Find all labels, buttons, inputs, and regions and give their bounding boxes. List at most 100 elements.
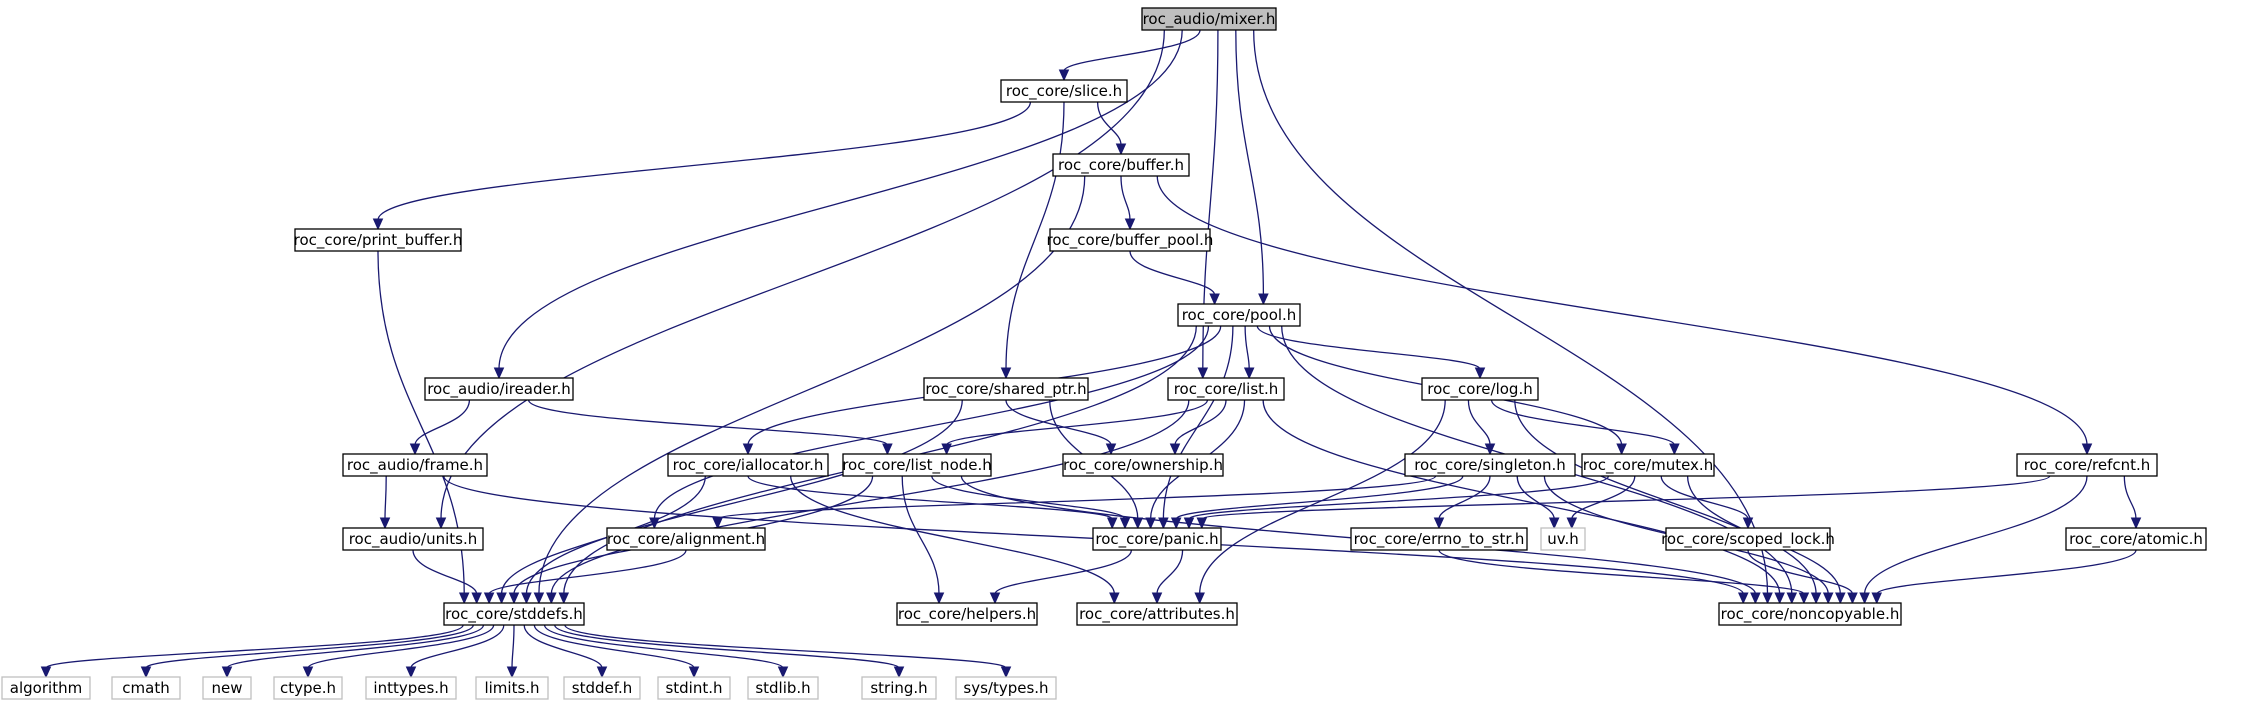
- node-label: roc_core/list_node.h: [842, 456, 992, 475]
- edge-line: [790, 475, 1115, 595]
- edge-stddefs-to-limits: [506, 624, 518, 679]
- node-iallocator[interactable]: roc_core/iallocator.h: [667, 453, 829, 477]
- node-new: new: [202, 676, 252, 700]
- edge-line: [994, 549, 1133, 595]
- node-mixer[interactable]: roc_audio/mixer.h: [1141, 7, 1277, 31]
- arrowhead: [1169, 443, 1181, 456]
- edge-line: [498, 29, 1183, 370]
- edge-log-to-mutex: [1490, 399, 1680, 456]
- edge-line: [1201, 475, 2051, 520]
- node-box: [1076, 602, 1238, 626]
- arrowhead: [1109, 592, 1120, 605]
- node-list-node[interactable]: roc_core/list_node.h: [842, 453, 992, 477]
- edge-line: [945, 399, 1209, 446]
- edge-mixer-to-ireader: [493, 29, 1183, 380]
- edge-pool-to-alignment: [649, 325, 1210, 530]
- edge-pool-to-list: [1243, 325, 1255, 380]
- node-label: roc_core/shared_ptr.h: [925, 380, 1086, 399]
- edge-line: [440, 29, 1165, 520]
- arrowhead: [140, 666, 152, 679]
- node-label: string.h: [870, 679, 927, 697]
- node-label: roc_core/panic.h: [1095, 530, 1218, 549]
- node-attributes[interactable]: roc_core/attributes.h: [1076, 602, 1238, 626]
- node-errno-to-str[interactable]: roc_core/errno_to_str.h: [1350, 527, 1528, 551]
- arrowhead: [1835, 592, 1846, 605]
- node-label: roc_core/scoped_lock.h: [1661, 530, 1835, 549]
- arrowhead: [1484, 443, 1496, 456]
- edge-line: [414, 399, 471, 446]
- node-pool[interactable]: roc_core/pool.h: [1177, 303, 1301, 327]
- arrowhead: [508, 592, 520, 605]
- edge-stddefs-to-stddef: [523, 624, 608, 679]
- node-buffer[interactable]: roc_core/buffer.h: [1052, 153, 1190, 177]
- node-scoped-lock[interactable]: roc_core/scoped_lock.h: [1661, 527, 1835, 551]
- node-box: [443, 602, 585, 626]
- edge-line: [716, 475, 1437, 520]
- arrowhead: [933, 592, 945, 605]
- node-alignment[interactable]: roc_core/alignment.h: [606, 527, 766, 551]
- edge-mixer-to-units: [435, 29, 1165, 530]
- node-label: cmath: [122, 679, 169, 697]
- node-systypes: sys/types.h: [955, 676, 1057, 700]
- edge-mixer-to-slice: [1058, 29, 1201, 82]
- node-box: [1421, 377, 1539, 401]
- node-label: roc_core/list.h: [1174, 380, 1279, 399]
- node-buffer-pool[interactable]: roc_core/buffer_pool.h: [1047, 228, 1214, 252]
- node-ownership[interactable]: roc_core/ownership.h: [1062, 453, 1224, 477]
- node-box: [342, 453, 488, 477]
- node-frame[interactable]: roc_audio/frame.h: [342, 453, 488, 477]
- arrowhead: [1000, 666, 1012, 679]
- edge-line: [1120, 175, 1131, 221]
- arrowhead: [409, 443, 421, 456]
- edge-line: [1256, 325, 1481, 370]
- node-algorithm: algorithm: [1, 676, 91, 700]
- arrowhead: [1106, 517, 1118, 530]
- arrowhead: [1170, 517, 1182, 530]
- arrowhead: [1786, 592, 1798, 605]
- arrowhead: [1742, 517, 1754, 530]
- node-box: [667, 453, 829, 477]
- arrowhead: [1810, 592, 1822, 605]
- arrowhead: [1859, 592, 1870, 605]
- node-refcnt[interactable]: roc_core/refcnt.h: [2016, 453, 2158, 477]
- arrowhead: [777, 666, 789, 679]
- edge-slice-to-shared_ptr: [1000, 101, 1065, 380]
- node-ireader[interactable]: roc_audio/ireader.h: [424, 377, 574, 401]
- arrowhead: [882, 443, 893, 456]
- node-print-buffer[interactable]: roc_core/print_buffer.h: [294, 228, 463, 252]
- edge-singleton-to-panic: [1170, 475, 1464, 530]
- node-mutex[interactable]: roc_core/mutex.h: [1581, 453, 1715, 477]
- edge-log-to-singleton: [1467, 399, 1496, 456]
- arrowhead: [435, 517, 447, 530]
- node-box: [606, 527, 766, 551]
- node-label: roc_audio/frame.h: [347, 456, 483, 475]
- node-panic[interactable]: roc_core/panic.h: [1092, 527, 1222, 551]
- node-list[interactable]: roc_core/list.h: [1167, 377, 1285, 401]
- node-slice[interactable]: roc_core/slice.h: [1000, 79, 1128, 103]
- edge-line: [1199, 399, 1446, 595]
- edge-singleton-to-uv: [1516, 475, 1560, 530]
- edge-panic-to-attributes: [1151, 549, 1184, 605]
- node-shared-ptr[interactable]: roc_core/shared_ptr.h: [923, 377, 1089, 401]
- edge-line: [550, 399, 1190, 595]
- arrowhead: [1798, 592, 1810, 605]
- node-stddefs[interactable]: roc_core/stddefs.h: [443, 602, 585, 626]
- node-box: [2016, 453, 2158, 477]
- arrowhead: [379, 517, 391, 530]
- edge-line: [488, 549, 687, 595]
- node-log[interactable]: roc_core/log.h: [1421, 377, 1539, 401]
- node-noncopyable[interactable]: roc_core/noncopyable.h: [1718, 602, 1902, 626]
- edge-mutex-to-scoped_lock: [1660, 475, 1754, 530]
- node-atomic[interactable]: roc_core/atomic.h: [2065, 527, 2207, 551]
- node-units[interactable]: roc_audio/units.h: [342, 527, 484, 551]
- arrowhead: [40, 666, 52, 679]
- node-helpers[interactable]: roc_core/helpers.h: [896, 602, 1038, 626]
- node-box: [955, 676, 1057, 700]
- dependency-edges: [40, 29, 2142, 679]
- node-box: [896, 602, 1038, 626]
- node-singleton[interactable]: roc_core/singleton.h: [1404, 453, 1576, 477]
- arrowhead: [1616, 443, 1627, 456]
- edge-line: [226, 624, 485, 669]
- edge-line: [500, 475, 706, 595]
- node-label: roc_core/print_buffer.h: [294, 231, 463, 250]
